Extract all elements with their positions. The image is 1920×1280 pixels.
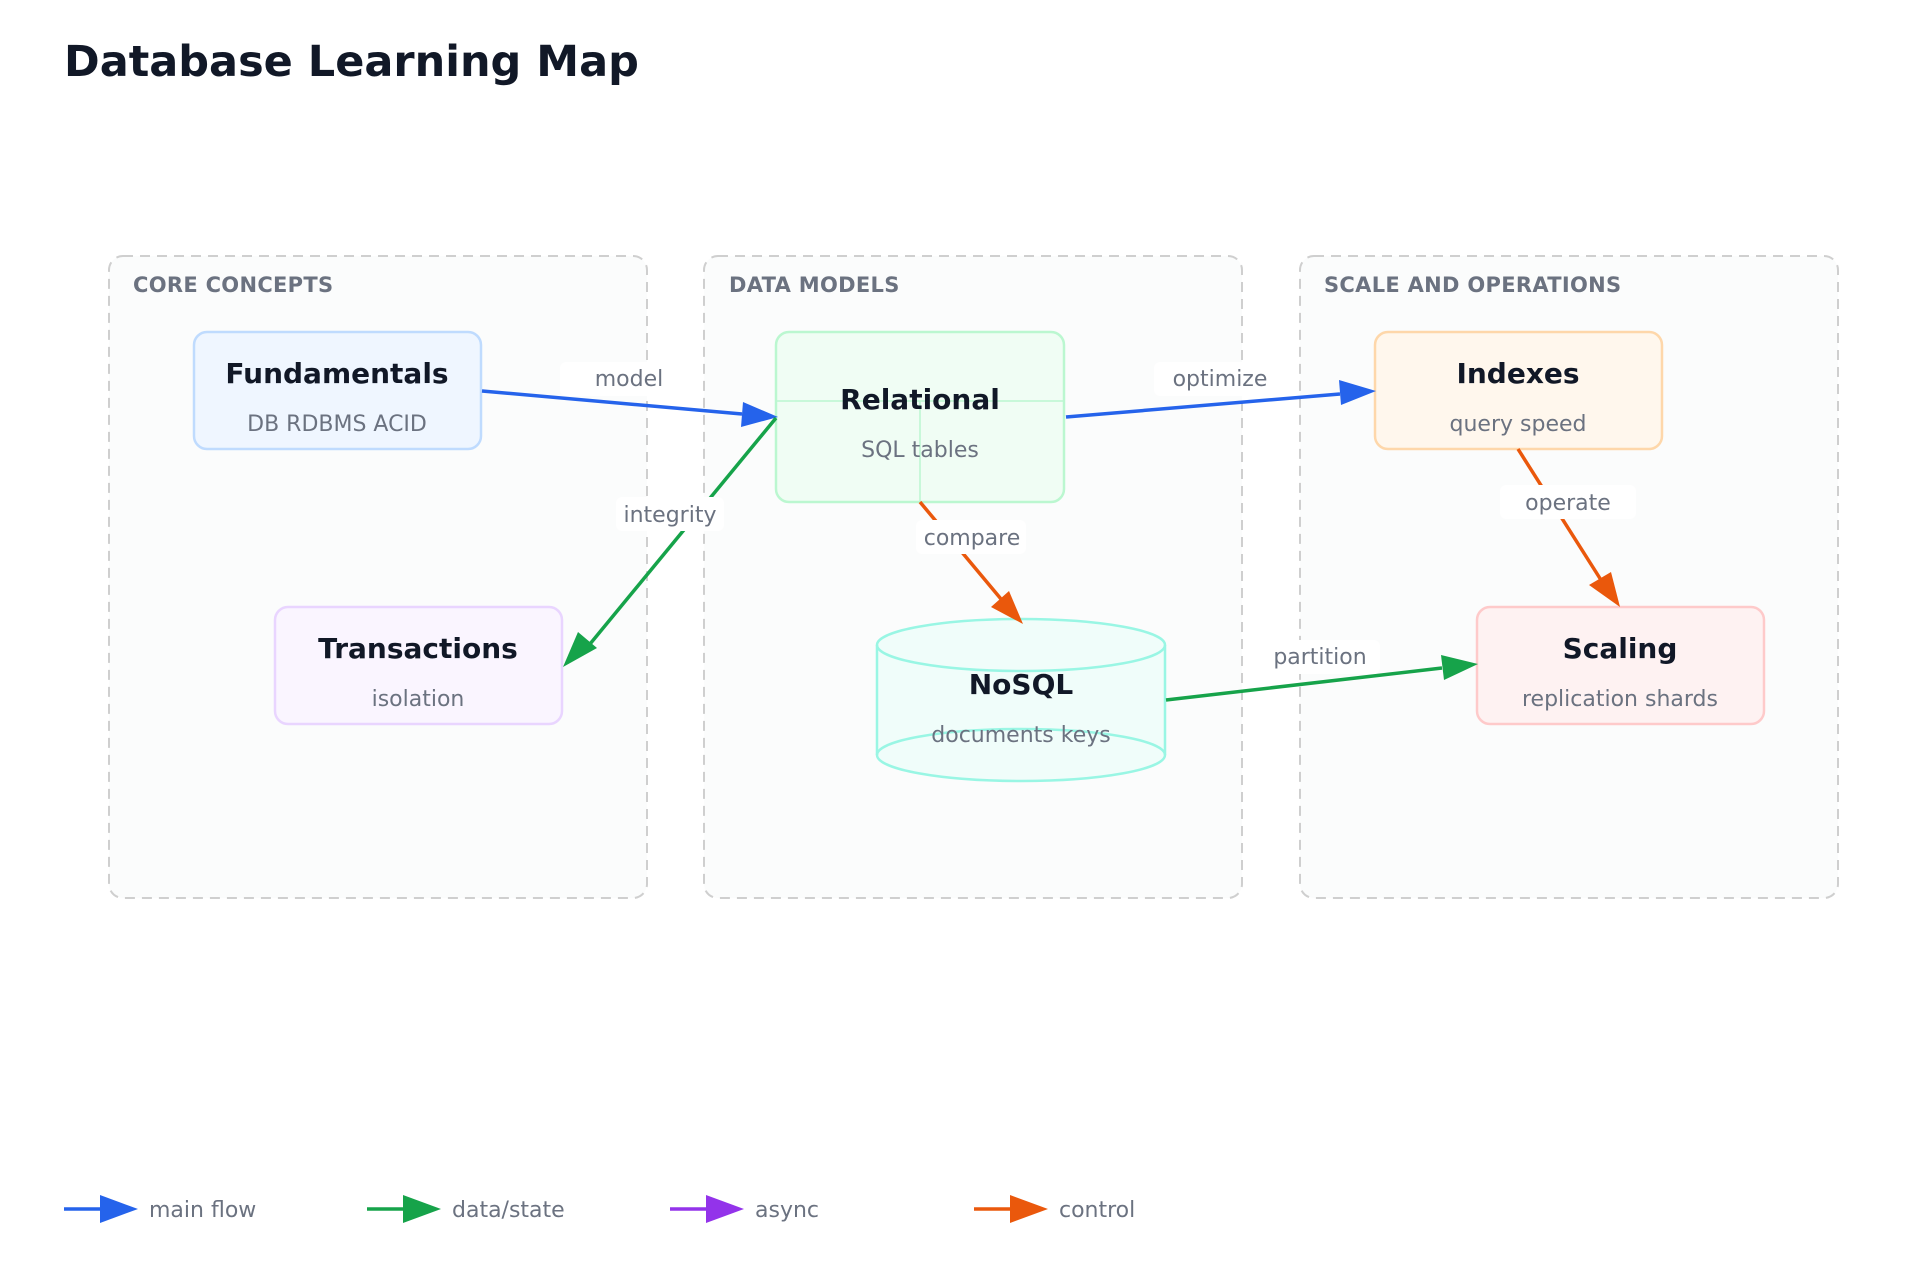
legend-label: control	[1059, 1198, 1135, 1223]
edge-label: compare	[924, 526, 1021, 551]
group-label-core: CORE CONCEPTS	[133, 273, 333, 297]
edge-relational-nosql: compare	[916, 500, 1026, 624]
edge-relational-indexes: optimize	[1065, 362, 1376, 419]
edge-fundamentals-relational: model	[481, 362, 778, 427]
node-title: Relational	[840, 383, 1000, 416]
node-scaling[interactable]: Scaling replication shards	[1475, 605, 1766, 726]
legend-item-async: async	[670, 1195, 819, 1223]
node-fundamentals[interactable]: Fundamentals DB RDBMS ACID	[192, 330, 483, 451]
node-title: Fundamentals	[225, 357, 448, 390]
edge-relational-transactions: integrity	[563, 416, 778, 667]
node-transactions[interactable]: Transactions isolation	[273, 605, 564, 726]
edge-indexes-scaling: operate	[1500, 448, 1636, 607]
edge-label: partition	[1273, 645, 1366, 670]
legend-item-main-flow: main flow	[64, 1195, 256, 1223]
node-nosql[interactable]: NoSQL documents keys	[875, 617, 1167, 783]
node-title: Scaling	[1563, 632, 1678, 665]
legend-label: data/state	[452, 1198, 565, 1223]
legend-item-data-state: data/state	[367, 1195, 565, 1223]
legend-item-control: control	[974, 1195, 1135, 1223]
node-subtitle: query speed	[1450, 412, 1587, 437]
legend-label: main flow	[149, 1198, 256, 1223]
node-subtitle: isolation	[372, 687, 465, 712]
edge-label: optimize	[1173, 367, 1268, 392]
node-subtitle: documents keys	[931, 723, 1110, 748]
legend-label: async	[755, 1198, 819, 1223]
node-relational[interactable]: Relational SQL tables	[774, 330, 1066, 504]
edge-label: model	[595, 367, 664, 392]
node-subtitle: replication shards	[1522, 687, 1718, 712]
group-label-scale: SCALE AND OPERATIONS	[1324, 273, 1621, 297]
node-title: Indexes	[1456, 357, 1579, 390]
edge-nosql-scaling: partition	[1165, 640, 1478, 702]
node-indexes[interactable]: Indexes query speed	[1373, 330, 1664, 451]
page-title: Database Learning Map	[64, 37, 639, 87]
edge-label: integrity	[624, 503, 717, 528]
node-subtitle: DB RDBMS ACID	[247, 412, 427, 437]
legend: main flow data/state async control	[64, 1195, 1135, 1223]
group-label-models: DATA MODELS	[729, 273, 900, 297]
node-title: Transactions	[318, 632, 518, 665]
node-title: NoSQL	[969, 668, 1074, 701]
edge-label: operate	[1525, 491, 1611, 516]
node-subtitle: SQL tables	[861, 438, 979, 463]
